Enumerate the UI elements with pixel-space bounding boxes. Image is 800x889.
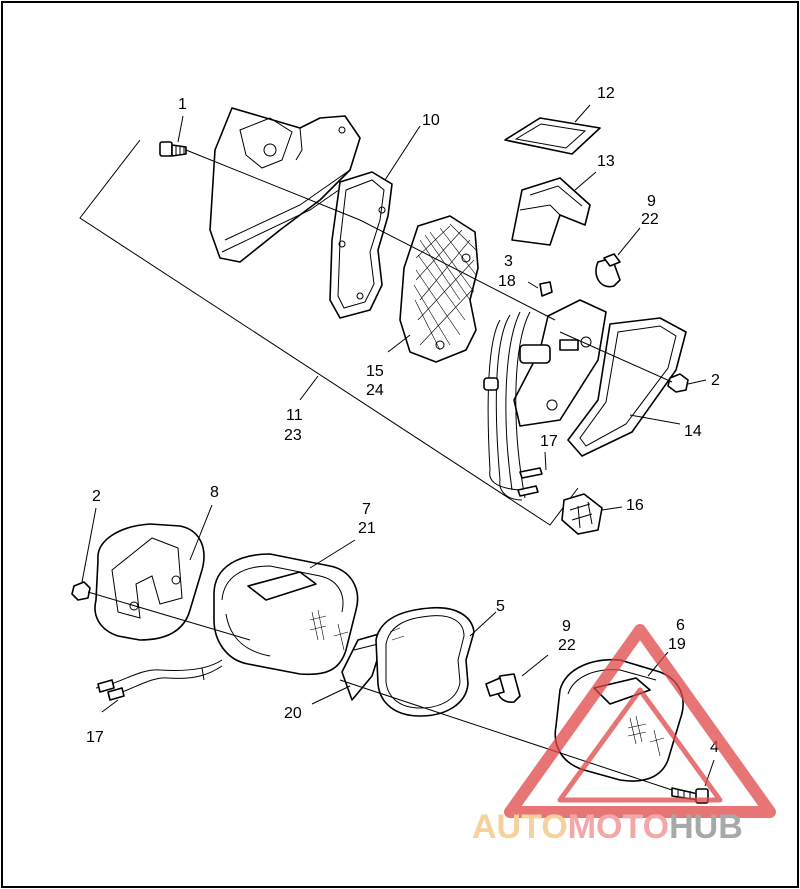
callout-12: 12 bbox=[597, 85, 615, 102]
callout-4: 4 bbox=[710, 739, 719, 756]
leader-14 bbox=[629, 414, 681, 425]
shield-part-13 bbox=[511, 177, 591, 246]
lamp-housing-part-7-21 bbox=[213, 553, 359, 676]
watermark-text-auto: AUTOMOTOHUB bbox=[472, 808, 743, 846]
bulb-upper-part-9-22 bbox=[595, 227, 641, 288]
leader-13 bbox=[574, 171, 597, 191]
screw-part-1 bbox=[159, 141, 187, 157]
connector-part-16 bbox=[561, 493, 603, 535]
callout-9-upper: 9 bbox=[647, 193, 656, 210]
callout-14: 14 bbox=[684, 423, 702, 440]
alignment-line-lower-right bbox=[339, 679, 673, 791]
bulb-lower-part-9-22 bbox=[485, 654, 549, 703]
callout-5: 5 bbox=[496, 598, 505, 615]
alignment-line-nut bbox=[559, 331, 673, 383]
callout-23: 23 bbox=[284, 427, 302, 444]
gasket-ring-part-14 bbox=[567, 317, 687, 457]
callout-8: 8 bbox=[210, 484, 219, 501]
gasket-part-10 bbox=[329, 171, 393, 319]
automotohub-watermark: AUTOMOTOHUB bbox=[472, 624, 776, 846]
callout-21: 21 bbox=[358, 520, 376, 537]
leader-1 bbox=[177, 115, 184, 143]
leader-11 bbox=[299, 375, 319, 401]
callout-2-upper: 2 bbox=[711, 372, 720, 389]
callout-17-upper: 17 bbox=[540, 433, 558, 450]
callout-10: 10 bbox=[422, 112, 440, 129]
callout-7: 7 bbox=[362, 501, 371, 518]
leader-12 bbox=[574, 104, 591, 123]
callout-20: 20 bbox=[284, 705, 302, 722]
leader-16 bbox=[601, 506, 623, 511]
alignment-line-lower-left bbox=[87, 591, 251, 641]
callout-18: 18 bbox=[498, 273, 516, 290]
callout-22-lower: 22 bbox=[558, 637, 576, 654]
leader-7 bbox=[309, 539, 356, 569]
socket-plate-harness bbox=[483, 299, 607, 501]
callout-3: 3 bbox=[504, 253, 513, 270]
callout-11: 11 bbox=[286, 407, 303, 424]
alignment-line-upper bbox=[185, 149, 556, 321]
leader-15 bbox=[387, 334, 411, 353]
callout-24: 24 bbox=[366, 382, 384, 399]
leader-17b bbox=[101, 699, 119, 713]
nut-lower-part-2 bbox=[71, 507, 97, 601]
lens-part-15-24 bbox=[399, 215, 479, 363]
wire-leads-part-17 bbox=[95, 659, 223, 701]
callout-22-upper: 22 bbox=[641, 211, 659, 228]
callout-2-lower: 2 bbox=[92, 488, 101, 505]
leader-10 bbox=[384, 125, 421, 181]
callout-6: 6 bbox=[676, 617, 685, 634]
callout-17-lower: 17 bbox=[86, 729, 104, 746]
base-plate-part-8 bbox=[94, 523, 205, 641]
lens-gasket-part-5 bbox=[375, 607, 497, 717]
callout-1: 1 bbox=[178, 96, 187, 113]
callout-9-lower: 9 bbox=[562, 618, 571, 635]
callout-13: 13 bbox=[597, 153, 615, 170]
callout-16: 16 bbox=[626, 497, 644, 514]
leader-8 bbox=[189, 504, 213, 561]
callout-19: 19 bbox=[668, 636, 686, 653]
leader-17a bbox=[544, 451, 547, 471]
small-bulb-part-3-18 bbox=[527, 281, 553, 297]
callout-15: 15 bbox=[366, 363, 384, 380]
pad-part-12 bbox=[504, 117, 601, 155]
nut-upper-part-2 bbox=[667, 373, 707, 393]
